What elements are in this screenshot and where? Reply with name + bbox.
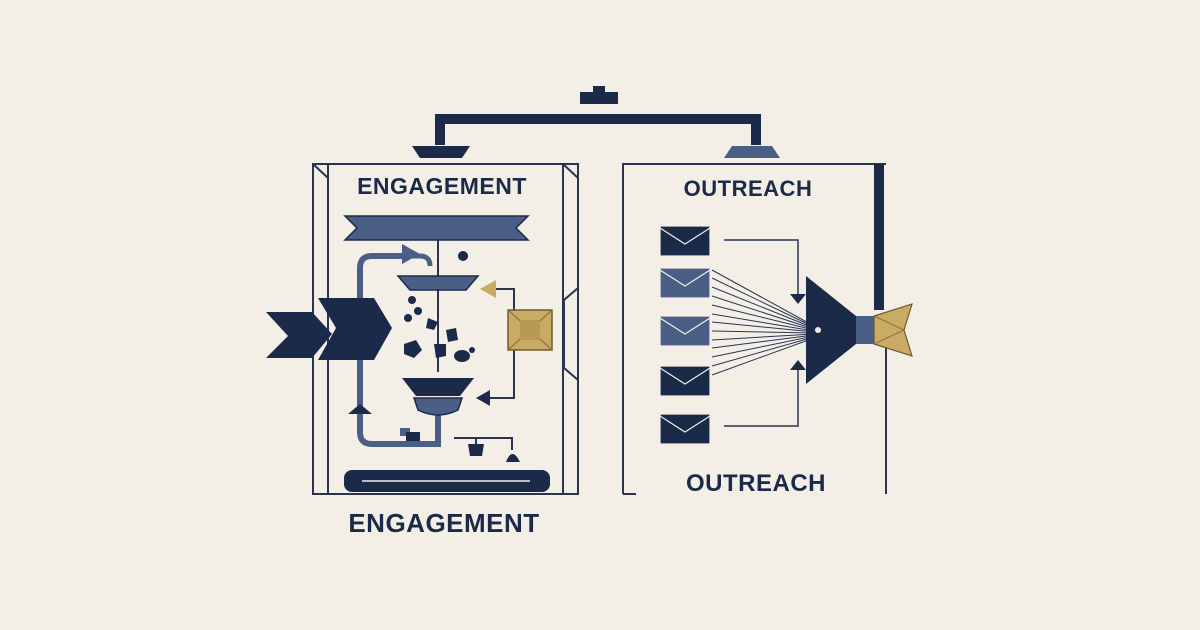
double-chevron-arrow-icon (266, 298, 392, 360)
engagement-title-top: ENGAGEMENT (357, 173, 527, 199)
engagement-banner (343, 215, 530, 241)
outreach-panel (622, 163, 887, 495)
funnel-icon (396, 275, 480, 291)
outreach-fan-lines (711, 269, 815, 376)
engagement-bowl (402, 378, 474, 416)
outreach-title-top: OUTREACH (683, 176, 813, 201)
speaker-icon (507, 287, 579, 381)
megaphone-icon (806, 276, 913, 384)
engagement-title-bottom: ENGAGEMENT (348, 508, 540, 538)
outreach-title-bottom: OUTREACH (686, 470, 826, 497)
top-connector (412, 86, 780, 158)
engagement-particles (404, 251, 475, 362)
envelope-icon (659, 225, 711, 445)
engagement-loop (348, 244, 441, 447)
